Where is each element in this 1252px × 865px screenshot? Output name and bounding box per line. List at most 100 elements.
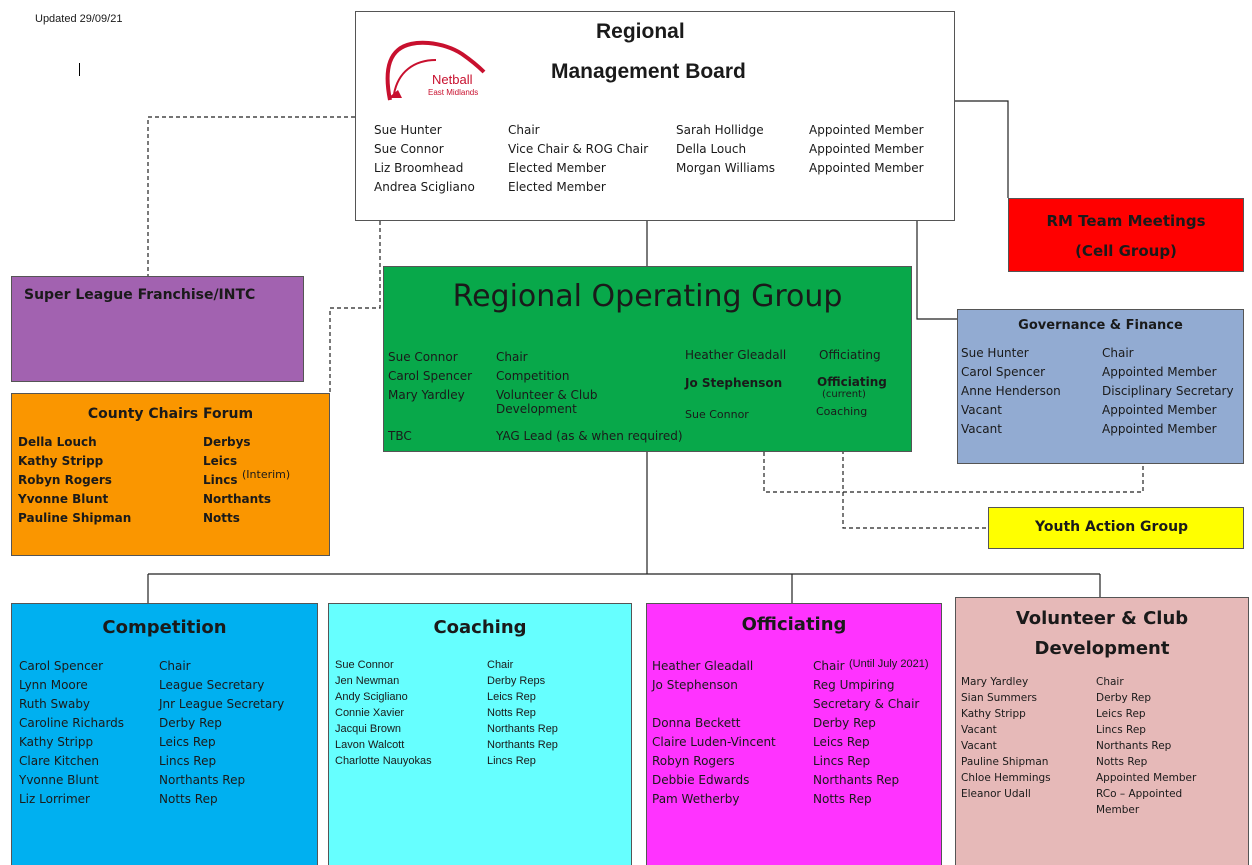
youth-action-title: Youth Action Group	[1035, 519, 1189, 535]
governance-box: Governance & Finance Sue Hunter Carol Sp…	[957, 309, 1244, 464]
member-name: Vacant	[961, 422, 1002, 436]
member-role: Volunteer & Club	[496, 388, 598, 402]
member-role: Chair	[1096, 676, 1124, 688]
coaching-roles: Chair Derby Reps Leics Rep Notts Rep Nor…	[487, 657, 558, 769]
member-role: Reg Umpiring	[813, 678, 895, 692]
officiating-box: Officiating Heather Gleadall Jo Stephens…	[646, 603, 942, 865]
member-role: Vice Chair & ROG Chair	[508, 142, 649, 156]
member-name: Pauline Shipman	[961, 756, 1049, 768]
county-name: Northants	[203, 492, 272, 506]
member-role: Chair	[508, 123, 540, 137]
member-name: Liz Broomhead	[374, 161, 464, 175]
member-role: Disciplinary Secretary	[1102, 384, 1234, 398]
member-role: Appointed Member	[809, 123, 924, 137]
rmb-col1-roles: Chair Vice Chair & ROG Chair Elected Mem…	[508, 121, 648, 197]
rog-roles: Chair Competition Volunteer & Club Devel…	[496, 348, 598, 419]
member-name: Carol Spencer	[961, 365, 1046, 379]
officiating-title: Officiating	[741, 614, 847, 635]
county-name: Leics	[203, 454, 238, 468]
rmb-title-line2: Management Board	[551, 60, 746, 83]
rog-tbc-name: TBC	[388, 429, 412, 443]
volunteer-title-line1: Volunteer & Club	[1015, 608, 1189, 629]
officiating-chair-note: (Until July 2021)	[849, 658, 929, 670]
super-league-title: Super League Franchise/INTC	[24, 287, 256, 303]
member-name: Kathy Stripp	[19, 735, 94, 749]
rog-right-name2: Jo Stephenson	[685, 376, 783, 390]
member-name	[652, 695, 776, 714]
county-name: Lincs	[203, 473, 238, 487]
member-name: Robyn Rogers	[18, 473, 112, 487]
volunteer-roles: Chair Derby Rep Leics Rep Lincs Rep Nort…	[1096, 674, 1196, 818]
member-name: Della Louch	[18, 435, 97, 449]
member-name: Sue Hunter	[961, 346, 1029, 360]
volunteer-names: Mary Yardley Sian Summers Kathy Stripp V…	[961, 674, 1051, 802]
member-name: Anne Henderson	[961, 384, 1061, 398]
member-role: Chair	[159, 659, 191, 673]
member-role: Appointed Member	[809, 142, 924, 156]
member-role: Chair	[1102, 346, 1134, 360]
member-name: Connie Xavier	[335, 707, 405, 719]
member-name: Sue Connor	[374, 142, 444, 156]
member-role: Northants Rep	[813, 773, 900, 787]
rog-title: Regional Operating Group	[452, 279, 843, 314]
member-role: Chair	[813, 659, 845, 673]
text-cursor	[79, 63, 80, 76]
member-name: Pam Wetherby	[652, 792, 740, 806]
member-role: Appointed Member	[1102, 365, 1217, 379]
member-role: Northants Rep	[1096, 740, 1172, 752]
rog-right-role3: Coaching	[816, 405, 868, 418]
super-league-box: Super League Franchise/INTC	[11, 276, 304, 382]
member-name: Vacant	[961, 740, 997, 752]
rmb-to-rmteam-line	[955, 100, 1009, 198]
member-name: Liz Lorrimer	[19, 792, 90, 806]
member-role: Derby Reps	[487, 675, 546, 687]
member-role: Appointed Member	[1102, 403, 1217, 417]
member-name: Charlotte Nauyokas	[335, 755, 432, 767]
member-role: Appointed Member	[1102, 422, 1217, 436]
member-name: Vacant	[961, 724, 997, 736]
logo-subtext: East Midlands	[428, 88, 479, 97]
member-role: Lincs Rep	[487, 755, 536, 767]
county-chairs-title: County Chairs Forum	[87, 406, 254, 422]
member-role: Member	[1096, 804, 1140, 816]
member-role: Secretary & Chair	[813, 697, 920, 711]
member-role: Competition	[496, 369, 570, 383]
member-name: Jen Newman	[335, 675, 400, 687]
member-role: Development	[496, 402, 577, 416]
governance-title: Governance & Finance	[1018, 318, 1183, 333]
officiating-names: Heather Gleadall Jo Stephenson Donna Bec…	[652, 657, 776, 809]
rmb-to-superleague-dashed	[147, 116, 355, 276]
coaching-title: Coaching	[433, 617, 527, 638]
member-name: Della Louch	[676, 142, 747, 156]
county-name: Derbys	[203, 435, 251, 449]
member-name: Robyn Rogers	[652, 754, 735, 768]
member-name: Yvonne Blunt	[18, 492, 109, 506]
member-name: Donna Beckett	[652, 716, 741, 730]
rog-right-name1: Heather Gleadall	[685, 348, 787, 362]
competition-names: Carol Spencer Lynn Moore Ruth Swaby Caro…	[19, 657, 124, 809]
member-role: RCo – Appointed	[1096, 788, 1183, 800]
competition-title: Competition	[102, 617, 227, 638]
member-role: Appointed Member	[1096, 772, 1197, 784]
rog-right-role2: Officiating	[817, 375, 887, 389]
governance-roles: Chair Appointed Member Disciplinary Secr…	[1102, 344, 1234, 439]
volunteer-box: Volunteer & Club Development Mary Yardle…	[955, 597, 1249, 865]
member-role: Derby Rep	[1096, 692, 1152, 704]
rmb-box: Netball East Midlands Regional Managemen…	[355, 11, 955, 221]
member-role: Notts Rep	[159, 792, 218, 806]
member-name: Carol Spencer	[388, 369, 473, 383]
member-role: Chair	[496, 350, 528, 364]
member-name: Eleanor Udall	[961, 788, 1031, 800]
member-name: Andy Scigliano	[335, 691, 408, 703]
coaching-names: Sue Connor Jen Newman Andy Scigliano Con…	[335, 657, 432, 769]
member-role: Derby Rep	[813, 716, 876, 730]
member-name: Carol Spencer	[19, 659, 104, 673]
member-name: Kathy Stripp	[961, 708, 1026, 720]
rmb-col1-names: Sue Hunter Sue Connor Liz Broomhead Andr…	[374, 121, 475, 197]
member-name: Sue Connor	[335, 659, 394, 671]
member-name: Sian Summers	[961, 692, 1038, 704]
member-role: Leics Rep	[159, 735, 216, 749]
netball-logo: Netball East Midlands	[384, 34, 514, 104]
member-role: Northants Rep	[487, 723, 558, 735]
county-names: Della Louch Kathy Stripp Robyn Rogers Yv…	[18, 433, 131, 528]
